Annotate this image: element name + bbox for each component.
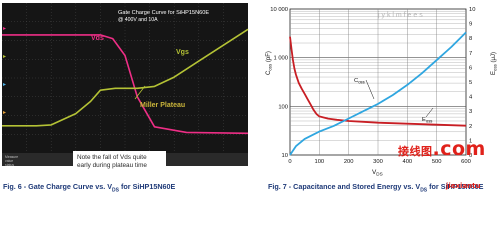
scope-channel-markers: ▸ ▸ ▸ ▸ (3, 25, 6, 116)
y-right-tick-label: 9 (469, 22, 472, 28)
y-left-tick-label: 10 (282, 153, 288, 159)
series-vgs-line (2, 28, 249, 127)
note-line-1: Note the fall of Vds quite (77, 154, 147, 161)
scope-channel-marker: ▸ (3, 109, 6, 116)
y-right-tick-label: 0 (469, 153, 472, 159)
scope-channel-marker: ▸ (3, 53, 6, 60)
scope-readout-label: value (5, 159, 13, 163)
y-right-tick-label: 5 (469, 80, 472, 86)
y-right-axis-label: Eoss (μJ) (491, 52, 498, 75)
y-right-tick-label: 3 (469, 109, 472, 115)
coss-curve-label: Coss (354, 78, 365, 84)
axis-ticks: 0 100 200 300 400 500 600 10 100 1 000 10 000 0 1 2 3 4… (270, 7, 475, 165)
y-right-tick-label: 6 (469, 65, 472, 71)
watermark-middle: 接线图.com (398, 138, 486, 160)
miller-plateau-label: Miller Plateau (140, 102, 185, 109)
y-right-tick-label: 1 (469, 138, 472, 144)
y-left-tick-label: 10 000 (270, 7, 288, 13)
series-vds-line (2, 34, 249, 135)
x-tick-label: 500 (432, 159, 442, 165)
x-tick-label: 200 (344, 159, 354, 165)
y-right-tick-label: 8 (469, 36, 472, 42)
x-tick-label: 300 (373, 159, 383, 165)
scope-series (2, 28, 249, 135)
x-axis-label: VDS (372, 169, 383, 177)
scope-readout-label: Measure (5, 155, 18, 159)
x-tick-label: 600 (461, 159, 471, 165)
vgs-label: Vgs (176, 49, 189, 56)
y-right-tick-label: 2 (469, 124, 472, 130)
vds-label: Vds (91, 35, 104, 42)
eoss-curve-label: Eoss (422, 117, 432, 123)
series-e-oss-line (289, 31, 467, 156)
plot-grid (290, 9, 466, 155)
note-line-2: early during plateau time (77, 162, 147, 169)
scope-channel-marker: ▸ (3, 25, 6, 32)
plot-series (289, 31, 467, 156)
y-right-tick-label: 4 (469, 95, 473, 101)
capacitance-energy-chart: 0 100 200 300 400 500 600 10 100 1 000 10 000 0 1 2 3 4… (266, 7, 498, 177)
y-right-tick-label: 7 (469, 51, 472, 57)
x-tick-label: 100 (314, 159, 324, 165)
watermark-top: j y k l m f e e s (378, 12, 423, 19)
coss-leader-line (365, 79, 375, 100)
y-left-axis-label: Coss (pF) (266, 51, 273, 75)
series-c-oss-line (289, 36, 467, 127)
plateau-leader-line (134, 85, 146, 100)
scope-readout-label: status (5, 163, 14, 167)
eoss-leader-line (425, 107, 434, 118)
x-tick-label: 400 (402, 159, 412, 165)
fig6-caption: Fig. 6 - Gate Charge Curve vs. VDS for S… (3, 182, 176, 194)
note-box (73, 151, 166, 176)
fig7-caption: Fig. 7 - Capacitance and Stored Energy v… (268, 182, 484, 194)
scope-title: Gate Charge Curve for SiHP15N60E (118, 10, 209, 16)
x-tick-label: 0 (288, 159, 291, 165)
y-left-tick-label: 100 (278, 104, 288, 110)
y-left-tick-label: 1 000 (273, 56, 288, 62)
scope-grid (2, 3, 248, 153)
y-right-tick-label: 10 (469, 7, 475, 13)
watermark-footer: jiexiantu (446, 182, 481, 190)
scope-channel-marker: ▸ (3, 81, 6, 88)
scope-subtitle: @ 400V and 10A (118, 17, 158, 23)
